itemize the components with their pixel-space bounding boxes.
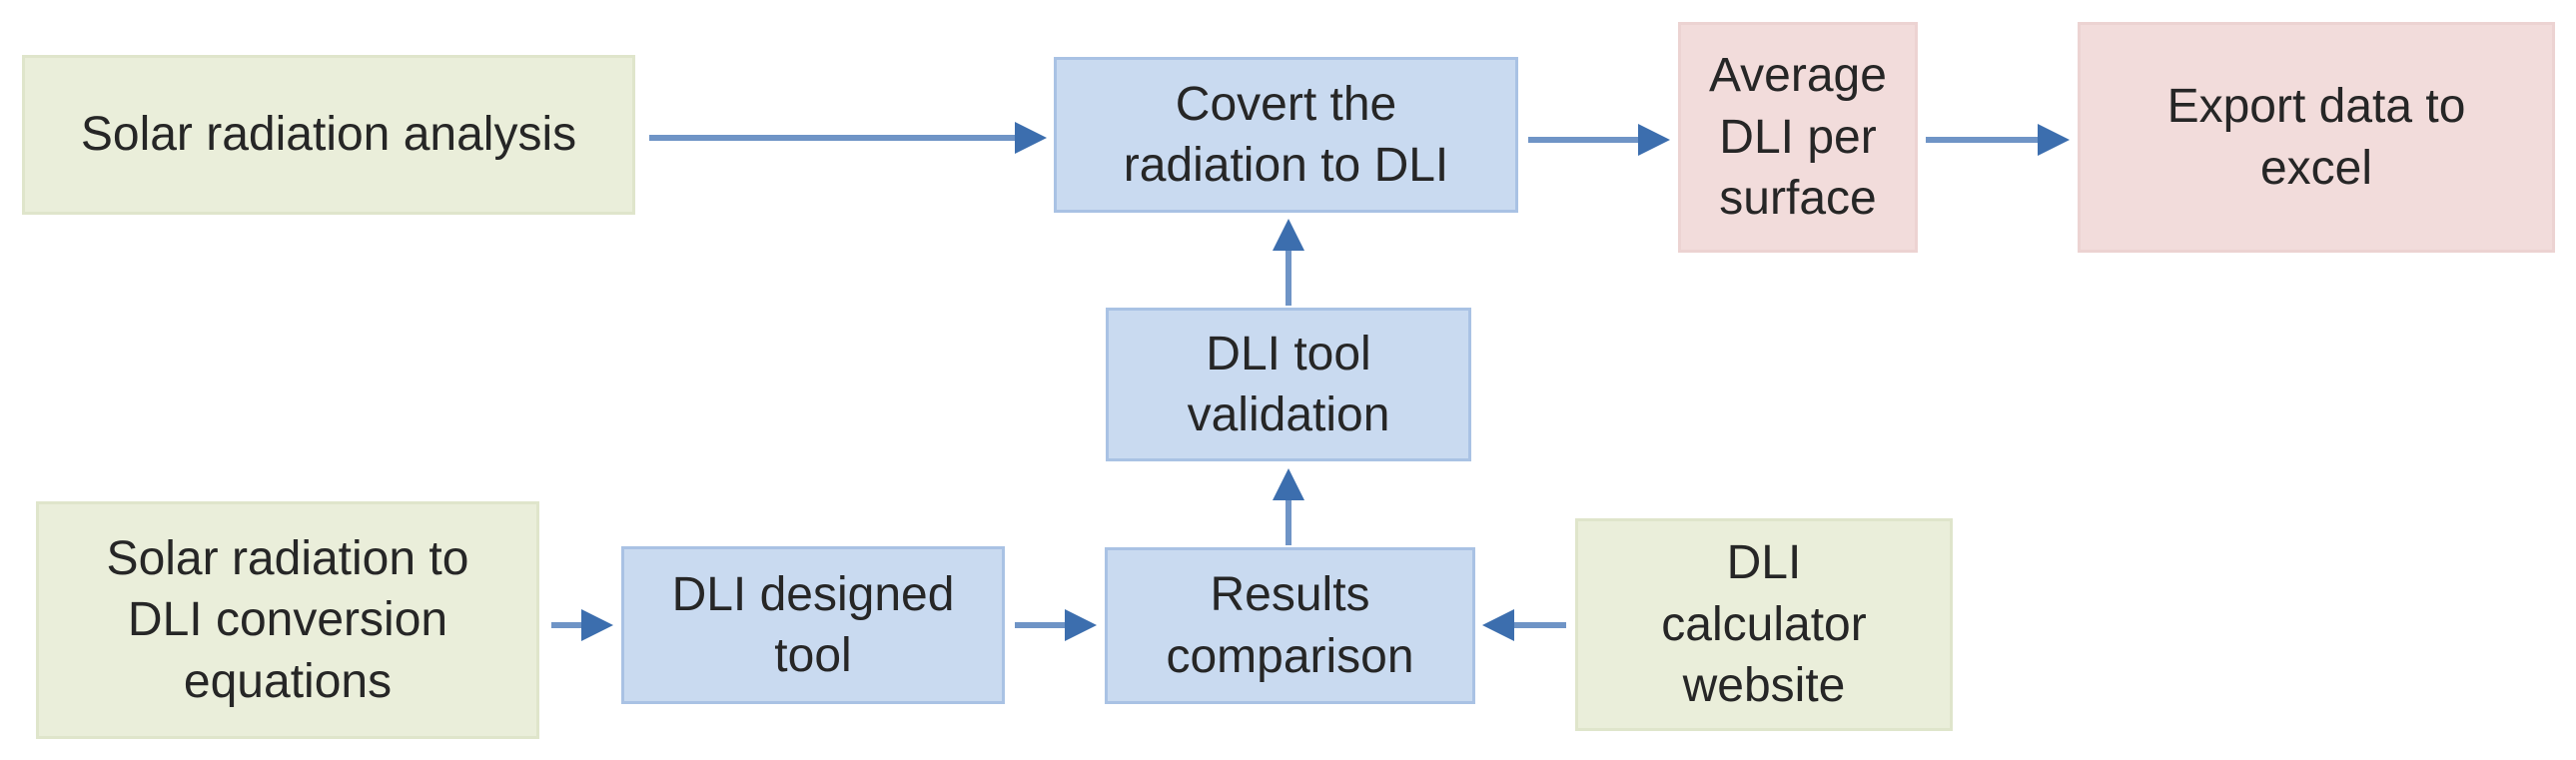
arrow-solar-radiation-to-dli-conversion-equations-to-dli-designed-tool <box>551 609 613 641</box>
flow-node-dli-designed-tool: DLI designed tool <box>621 546 1005 704</box>
arrow-average-dli-per-surface-to-export-data-to-excel <box>1926 124 2070 156</box>
flow-node-label: DLI tool validation <box>1187 327 1390 441</box>
flow-node-label: Solar radiation to DLI conversion equati… <box>106 531 469 708</box>
flow-node-convert-radiation-to-dli: Covert the radiation to DLI <box>1054 57 1518 213</box>
flow-node-dli-calculator-website: DLI calculator website <box>1575 518 1953 731</box>
flow-node-label: Results comparison <box>1166 568 1414 683</box>
flow-node-average-dli-per-surface: Average DLI per surface <box>1678 22 1918 253</box>
flow-node-solar-radiation-analysis: Solar radiation analysis <box>22 55 635 215</box>
arrow-dli-calculator-website-to-results-comparison <box>1482 609 1566 641</box>
flow-node-label: DLI designed tool <box>671 567 955 682</box>
flow-node-label: Export data to excel <box>2166 80 2466 195</box>
flow-node-export-data-to-excel: Export data to excel <box>2078 22 2555 253</box>
arrow-results-comparison-to-dli-tool-validation <box>1273 468 1304 545</box>
flow-node-solar-radiation-to-dli-conversion-equations: Solar radiation to DLI conversion equati… <box>36 501 539 739</box>
arrow-convert-radiation-to-dli-to-average-dli-per-surface <box>1528 124 1670 156</box>
flow-node-label: DLI calculator website <box>1661 536 1867 713</box>
flow-node-results-comparison: Results comparison <box>1105 547 1475 704</box>
arrow-dli-designed-tool-to-results-comparison <box>1015 609 1097 641</box>
arrow-dli-tool-validation-to-convert-radiation-to-dli <box>1273 219 1304 306</box>
flow-node-label: Average DLI per surface <box>1709 49 1887 226</box>
flow-node-label: Solar radiation analysis <box>80 108 577 162</box>
arrow-solar-radiation-analysis-to-convert-radiation-to-dli <box>649 122 1047 154</box>
flow-node-label: Covert the radiation to DLI <box>1123 77 1449 192</box>
flow-node-dli-tool-validation: DLI tool validation <box>1106 308 1471 461</box>
